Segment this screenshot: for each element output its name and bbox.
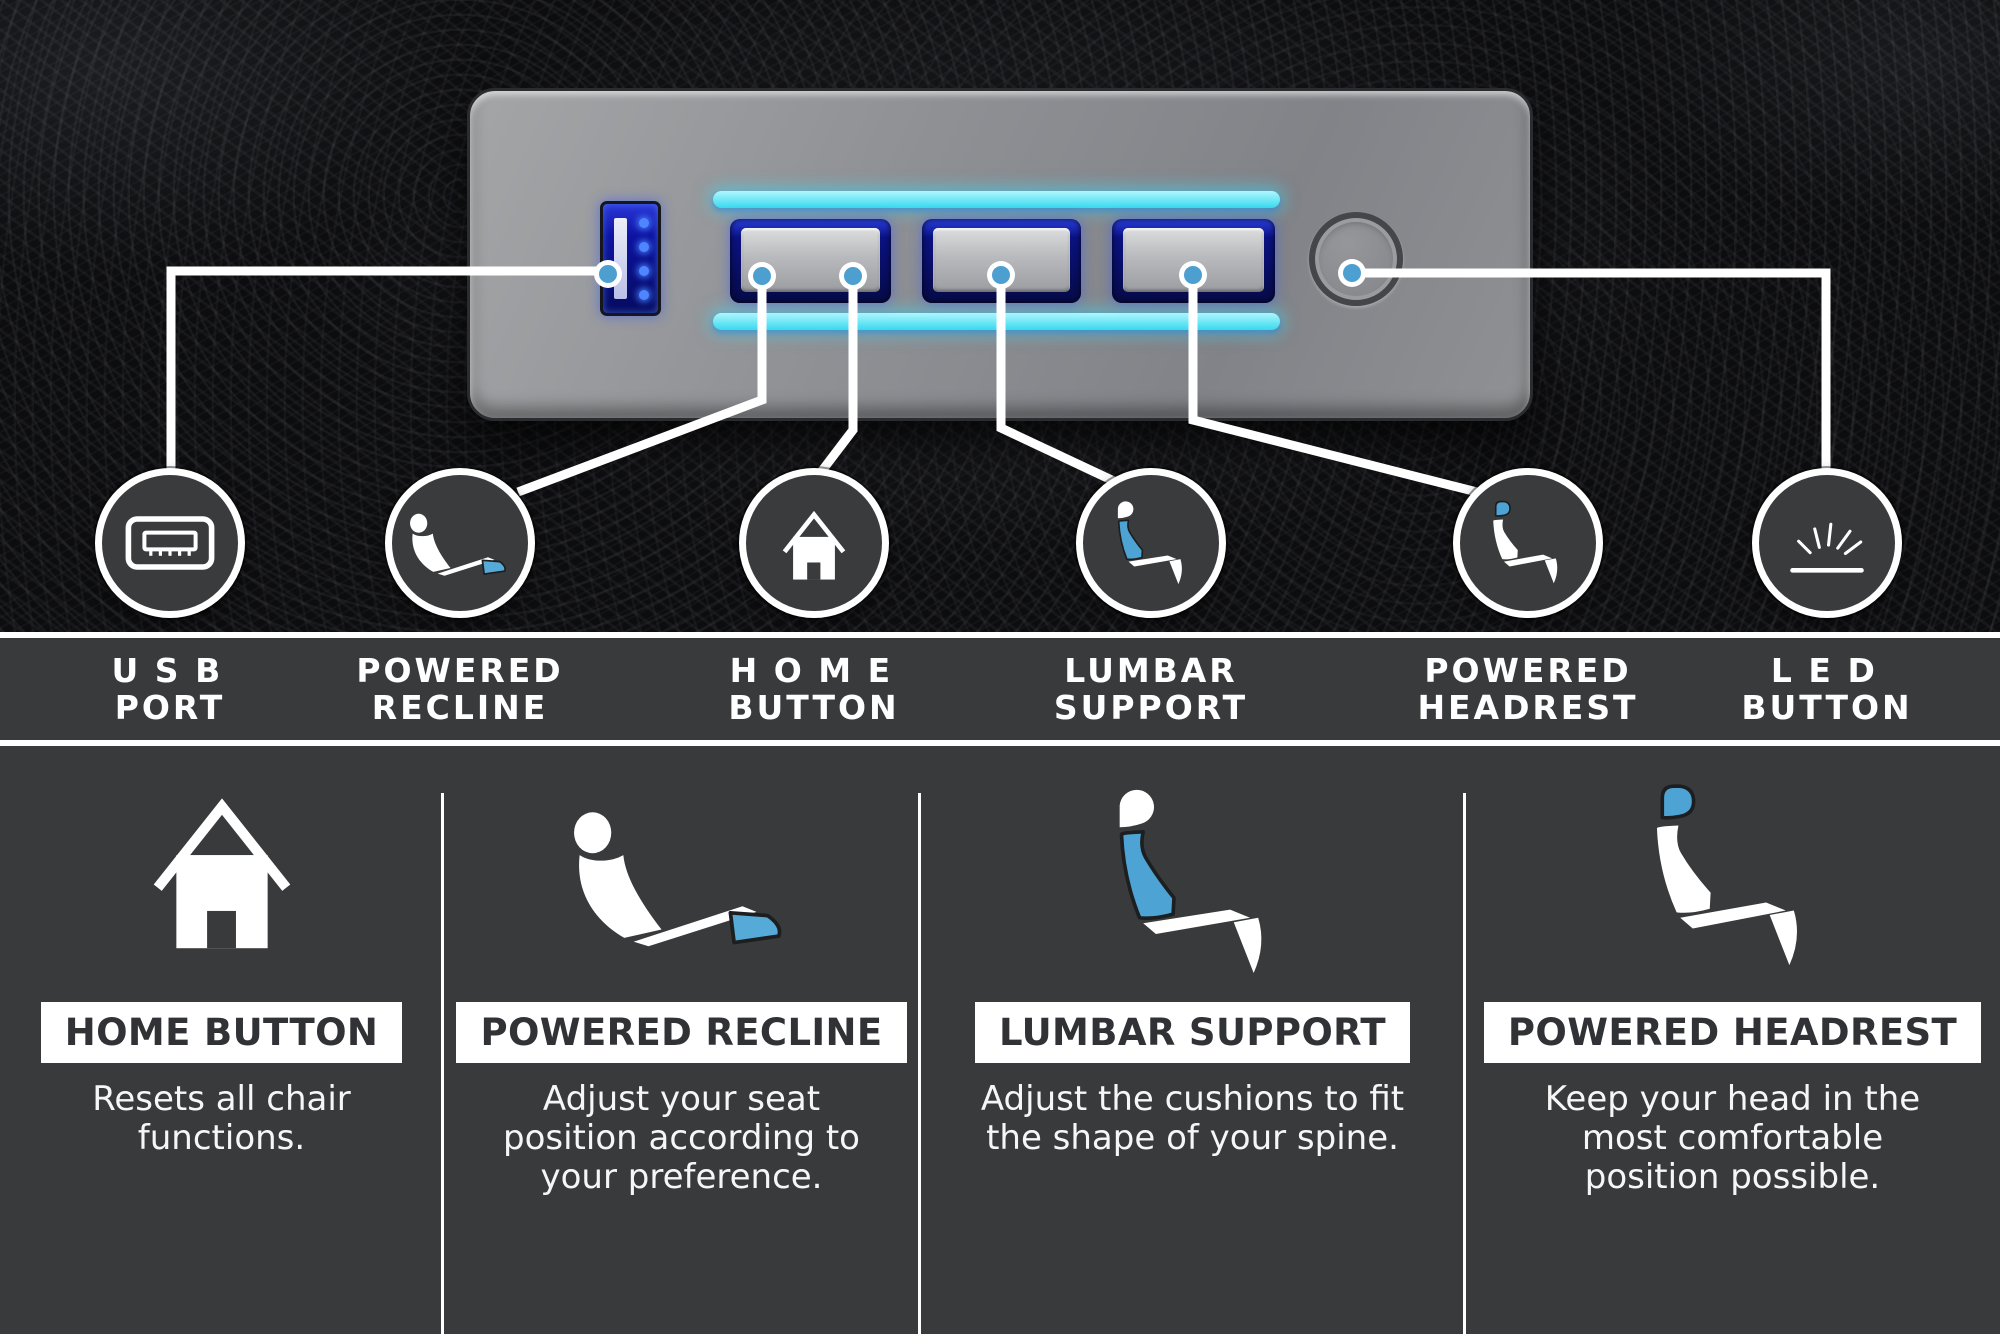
feature-description: Adjust your seat position according to y… (503, 1079, 860, 1197)
lumbar-seat-icon (1119, 789, 1261, 973)
callout-circle-recline (385, 468, 535, 618)
callout-circle-headrest (1453, 468, 1603, 618)
feature-powered-recline: POWERED RECLINE Adjust your seat positio… (443, 746, 920, 1334)
label-home-button: HOME BUTTON (728, 651, 907, 727)
column-divider (441, 793, 444, 1334)
feature-description: Adjust the cushions to fit the shape of … (980, 1079, 1405, 1158)
led-icon (1790, 522, 1864, 573)
callout-circle-home (739, 468, 889, 618)
label-led-button: LED BUTTON (1741, 651, 1913, 727)
feature-title: POWERED HEADREST (1483, 1002, 1982, 1063)
callout-circle-led (1752, 468, 1902, 618)
label-powered-headrest: POWERED HEADREST (1417, 651, 1639, 727)
headrest-seat-icon (1493, 500, 1558, 584)
label-lumbar-support: LUMBAR SUPPORT (1053, 651, 1249, 727)
feature-title: POWERED RECLINE (456, 1002, 907, 1063)
feature-title: LUMBAR SUPPORT (975, 1002, 1410, 1063)
recline-seat-icon (573, 812, 781, 947)
leather-photo-background (0, 0, 2000, 632)
label-powered-recline: POWERED RECLINE (356, 651, 564, 727)
label-band: USB PORT POWERED RECLINE HOME BUTTON LUM… (0, 638, 2000, 740)
led-round-button (1309, 212, 1403, 306)
home-icon (153, 798, 290, 949)
callout-lines (166, 259, 1831, 497)
recline-seat-icon (410, 513, 506, 576)
divider-strip-bottom (0, 740, 2000, 746)
home-icon (782, 510, 846, 580)
feature-lumbar-support: LUMBAR SUPPORT Adjust the cushions to fi… (920, 746, 1465, 1334)
usb-port-icon (125, 516, 215, 570)
column-divider (1463, 793, 1466, 1334)
column-divider (918, 793, 921, 1334)
lumbar-seat-icon (1117, 501, 1182, 585)
callout-dots (594, 259, 1366, 290)
callout-circle-lumbar (1076, 468, 1226, 618)
divider-strip-top (0, 632, 2000, 638)
feature-section: HOME BUTTON Resets all chair functions. … (0, 746, 2000, 1334)
cyan-glow-bar-top (713, 191, 1280, 208)
callout-circle-usb (95, 468, 245, 618)
label-usb-port: USB PORT (111, 651, 237, 727)
feature-title: HOME BUTTON (40, 1002, 403, 1063)
feature-description: Keep your head in the most comfortable p… (1544, 1079, 1921, 1197)
headrest-seat-icon (1656, 784, 1797, 966)
feature-powered-headrest: POWERED HEADREST Keep your head in the m… (1465, 746, 2000, 1334)
feature-description: Resets all chair functions. (92, 1079, 351, 1158)
feature-home-button: HOME BUTTON Resets all chair functions. (0, 746, 443, 1334)
